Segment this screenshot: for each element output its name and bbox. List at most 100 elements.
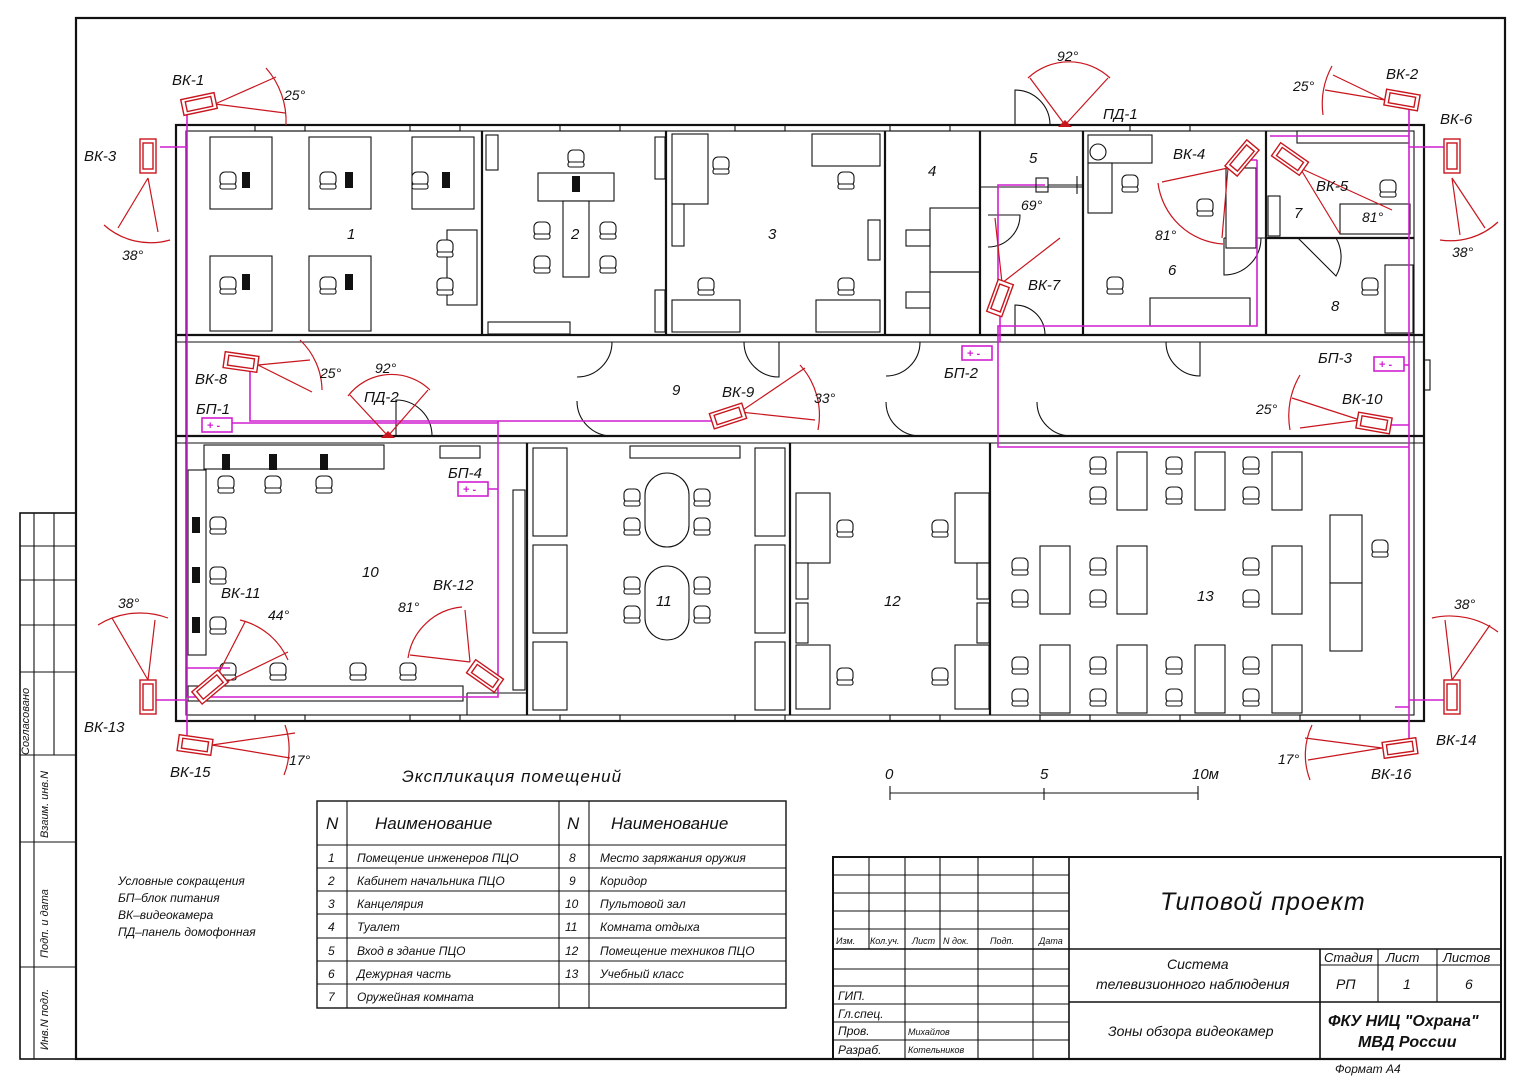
abbreviation-item: ПД–панель домофонная (118, 925, 256, 939)
developed-by-name: Котельников (908, 1045, 965, 1055)
revision-header: Лист (911, 936, 936, 946)
room-number-8: 8 (1331, 298, 1340, 315)
room-number-6: 6 (1168, 262, 1177, 279)
label-vk-6: ВК-6 (1440, 111, 1473, 128)
explication-left-name: Помещение инженеров ПЦО (357, 851, 519, 865)
label-vk-5: ВК-5 (1316, 178, 1349, 195)
sheet-value: 1 (1403, 976, 1411, 992)
organization-line1: ФКУ НИЦ "Охрана" (1328, 1013, 1479, 1030)
label-vk-1: ВК-1 (172, 72, 204, 89)
scale-label-0: 0 (885, 766, 894, 783)
angle-vk-7: 69° (1021, 197, 1043, 213)
angle-vk-16: 17° (1278, 751, 1300, 767)
explication-title: Экспликация помещений (402, 767, 622, 786)
title-block: Изм. Кол.уч. Лист N док. Подп. Дата ГИП.… (832, 856, 1502, 1076)
sheet-header: Лист (1385, 950, 1420, 965)
angle-vk-6: 38° (1452, 244, 1474, 260)
explication-header-name-right: Наименование (611, 814, 728, 833)
label-vk-7: ВК-7 (1028, 277, 1061, 294)
explication-header-name-left: Наименование (375, 814, 492, 833)
angle-pd-1: 92° (1057, 48, 1079, 64)
psu-bp-1-symbol: + - (207, 420, 220, 432)
psu-bp-2-symbol: + - (967, 348, 980, 360)
label-vk-11: ВК-11 (221, 585, 260, 602)
sheets-total-value: 6 (1465, 976, 1473, 992)
explication-right-name: Место заряжания оружия (600, 851, 746, 865)
label-vk-15: ВК-15 (170, 764, 211, 781)
room-number-7: 7 (1294, 205, 1303, 222)
revision-header: Изм. (836, 936, 855, 946)
angle-pd-2: 92° (375, 360, 397, 376)
room-number-4: 4 (928, 163, 936, 180)
camera-vk-8-icon (222, 351, 260, 373)
abbreviations-title: Условные сокращения (117, 874, 245, 888)
explication-right-n: 9 (569, 874, 576, 888)
camera-vk-6-icon (1443, 138, 1461, 174)
intercom-pd-1-marker (1058, 120, 1072, 127)
explication-right-n: 10 (565, 897, 579, 911)
room-number-13: 13 (1197, 588, 1214, 605)
angle-vk-2: 25° (1292, 78, 1315, 94)
system-name-line1: Система (1167, 956, 1229, 972)
room-number-2: 2 (570, 226, 580, 243)
label-vk-12: ВК-12 (433, 577, 474, 594)
room-number-1: 1 (347, 226, 355, 243)
explication-left-n: 3 (328, 897, 335, 911)
label-bp-1: БП-1 (196, 401, 230, 418)
explication-left-n: 7 (328, 990, 336, 1004)
room-number-9: 9 (672, 382, 681, 399)
angle-vk-13: 38° (118, 595, 140, 611)
scale-label-5: 5 (1040, 766, 1049, 783)
psu-bp-1-icon (201, 417, 233, 433)
label-vk-14: ВК-14 (1436, 732, 1477, 749)
camera-vk-9-icon (708, 402, 748, 430)
explication-right-name: Учебный класс (599, 967, 684, 981)
explication-header-n-left: N (326, 814, 339, 833)
angle-vk-1: 25° (283, 87, 306, 103)
label-vk-3: ВК-3 (84, 148, 117, 165)
organization-line2: МВД России (1358, 1034, 1457, 1051)
explication-left-name: Дежурная часть (355, 967, 451, 981)
psu-bp-3-symbol: + - (1379, 359, 1392, 371)
explication-header-n-right: N (567, 814, 580, 833)
room-number-12: 12 (884, 593, 901, 610)
angle-vk-3: 38° (122, 247, 144, 263)
camera-vk-3-icon (139, 138, 157, 174)
camera-vk-1-icon (180, 91, 218, 117)
camera-vk-15-icon (176, 734, 214, 756)
stamp-sign-date-label: Подп. и дата (39, 889, 51, 958)
stage-header: Стадия (1324, 950, 1373, 965)
room-number-3: 3 (768, 226, 777, 243)
label-vk-4: ВК-4 (1173, 146, 1205, 163)
label-vk-2: ВК-2 (1386, 66, 1419, 83)
camera-symbols (139, 88, 1461, 759)
camera-vk-14-icon (1443, 679, 1461, 715)
explication-right-n: 13 (565, 967, 579, 981)
abbreviations-legend: Условные сокращения БП–блок питания ВК–в… (117, 874, 256, 939)
explication-right-n: 11 (565, 920, 577, 934)
stamp-agreed-label: Согласовано (20, 688, 32, 755)
role-label: Разраб. (838, 1043, 881, 1057)
scale-label-10m: 10м (1192, 766, 1219, 783)
role-label: Гл.спец. (838, 1007, 884, 1021)
label-vk-16: ВК-16 (1371, 766, 1412, 783)
role-label: Пров. (838, 1024, 870, 1038)
camera-vk-16-icon (1381, 737, 1419, 759)
label-pd-2: ПД-2 (364, 389, 399, 406)
stage-value: РП (1336, 976, 1356, 992)
sheet-name: Зоны обзора видеокамер (1108, 1023, 1274, 1039)
power-units: + - + - + - + - (201, 345, 1405, 497)
label-bp-2: БП-2 (944, 365, 979, 382)
explication-left-name: Канцелярия (357, 897, 424, 911)
psu-bp-4-icon (457, 481, 489, 497)
explication-table: Экспликация помещений N Наименование N Н… (316, 767, 787, 1009)
room-number-5: 5 (1029, 150, 1038, 167)
abbreviation-item: ВК–видеокамера (118, 908, 214, 922)
angle-vk-15: 17° (289, 752, 311, 768)
camera-vk-13-icon (139, 679, 157, 715)
room-number-11: 11 (656, 593, 672, 610)
angle-vk-4: 81° (1155, 227, 1177, 243)
explication-left-name: Вход в здание ПЦО (357, 944, 466, 958)
abbreviation-item: БП–блок питания (118, 891, 220, 905)
camera-vk-10-icon (1355, 411, 1393, 435)
